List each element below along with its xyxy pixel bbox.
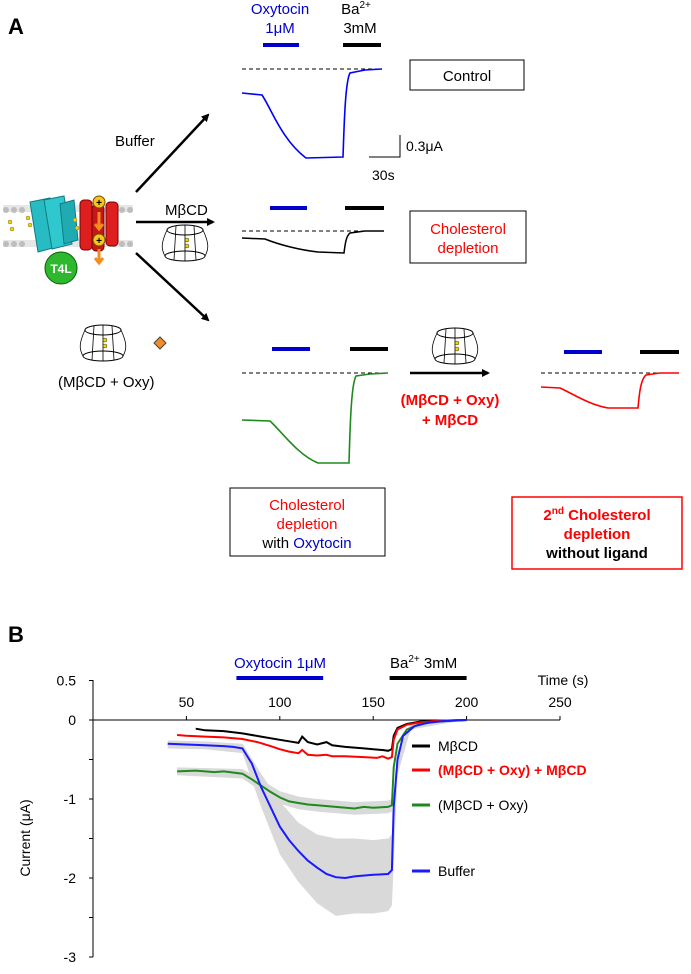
box-second-depletion — [511, 496, 683, 570]
label-second-3: without ligand — [545, 545, 648, 562]
cyclodextrin-icon — [79, 324, 127, 362]
barium-label-b: Ba2+ 3mM — [390, 654, 457, 672]
label-second-2: depletion — [564, 526, 631, 543]
series-line-1 — [177, 719, 467, 760]
scale-bar — [369, 135, 401, 158]
scale-current-label: 0.3μA — [406, 138, 444, 154]
legend-label-0: MβCD — [438, 738, 478, 754]
arrow-mbcd-label: MβCD — [165, 202, 208, 219]
trace-mbcd-oxy — [241, 372, 389, 464]
panel-a-label: A — [8, 14, 24, 39]
oxytocin-label-b: Oxytocin 1μM — [234, 655, 326, 672]
label-chol-oxy-1: Cholesterol — [269, 497, 345, 514]
label-control: Control — [443, 68, 491, 85]
legend-label-2: (MβCD + Oxy) — [438, 797, 528, 813]
svg-text:+: + — [96, 236, 102, 247]
label-chol-oxy-2: depletion — [277, 516, 338, 533]
x-axis-label: Time (s) — [538, 672, 589, 688]
arrow-mbcd-oxy — [135, 252, 210, 322]
label-second-treatment-1: (MβCD + Oxy) — [401, 392, 500, 409]
arrow-buffer — [135, 113, 210, 193]
x-tick-label: 50 — [179, 694, 195, 710]
svg-text:+: + — [96, 198, 102, 209]
series-line-3 — [167, 719, 467, 880]
oxytocin-conc-top: 1μM — [265, 20, 294, 37]
box-cholesterol-depletion — [409, 210, 527, 264]
y-tick-label: 0 — [68, 712, 76, 728]
label-mbcd-oxy: (MβCD + Oxy) — [58, 374, 155, 391]
y-tick-label: -2 — [64, 870, 77, 886]
arrow-buffer-label: Buffer — [115, 133, 155, 150]
oxytocin-receptor-icon: + + T4L — [3, 195, 133, 285]
cyclodextrin-icon — [431, 327, 479, 365]
trace-second-depletion — [540, 372, 679, 409]
x-tick-label: 200 — [455, 694, 479, 710]
label-chol-2: depletion — [438, 240, 499, 257]
label-second-treatment-2: + MβCD — [422, 412, 478, 429]
label-chol-1: Cholesterol — [430, 221, 506, 238]
y-tick-label: 0.5 — [57, 673, 77, 689]
label-chol-oxy-3: with Oxytocin — [261, 535, 351, 552]
error-band-mbcd-oxy — [177, 767, 392, 815]
y-axis-label: Current (μA) — [17, 799, 33, 876]
box-chol-oxy — [229, 487, 386, 557]
trace-cholesterol-depletion — [241, 230, 384, 254]
barium-label-top: Ba2+ — [341, 0, 371, 18]
cyclodextrin-icon — [161, 224, 209, 262]
series-line-2 — [177, 719, 467, 810]
box-control — [409, 59, 525, 91]
trace-control — [241, 68, 383, 159]
error-band-buffer — [167, 720, 467, 916]
panel-b-label: B — [8, 622, 24, 647]
legend-label-1: (MβCD + Oxy) + MβCD — [438, 762, 587, 778]
y-tick-label: -3 — [64, 949, 77, 965]
legend-label-3: Buffer — [438, 863, 475, 879]
barium-conc-top: 3mM — [343, 20, 376, 37]
label-second-1: 2nd Cholesterol — [543, 506, 650, 524]
oxytocin-molecule-icon — [153, 336, 167, 350]
x-tick-label: 100 — [268, 694, 292, 710]
panel-b-chart: 0.5 0 -1 -2 -3 50 100 150 200 250 Time (s) Current … — [17, 654, 588, 965]
y-tick-label: -1 — [64, 791, 77, 807]
x-tick-label: 250 — [548, 694, 572, 710]
x-tick-label: 150 — [362, 694, 386, 710]
t4l-label: T4L — [50, 262, 71, 276]
scale-time-label: 30s — [372, 167, 395, 183]
oxytocin-label-top: Oxytocin — [251, 1, 309, 18]
series-line-0 — [195, 719, 467, 752]
